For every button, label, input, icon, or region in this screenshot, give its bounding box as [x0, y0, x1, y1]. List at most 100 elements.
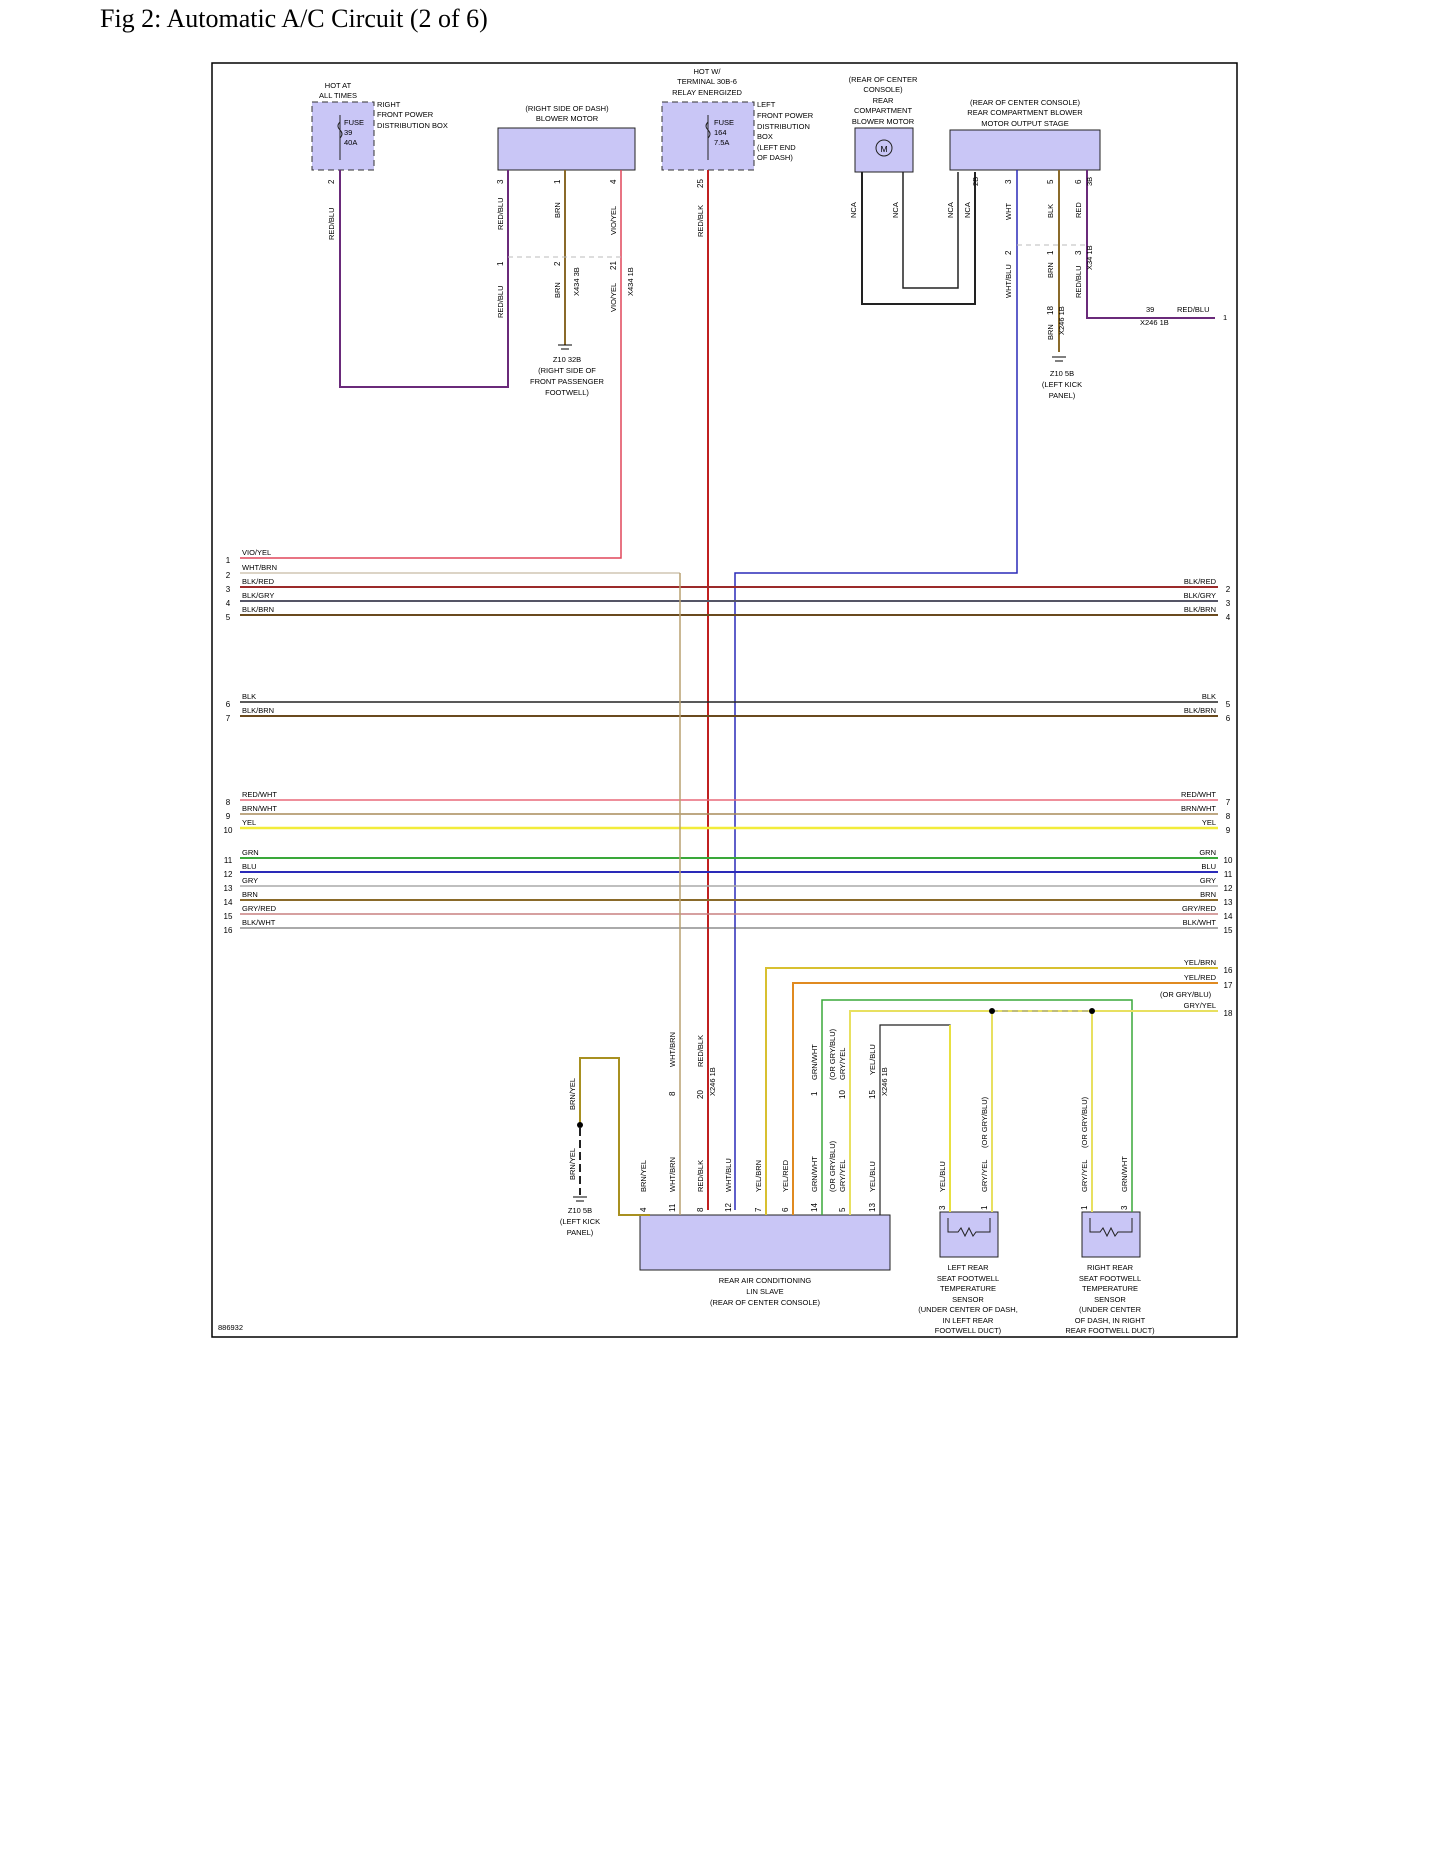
blower-motor: (RIGHT SIDE OF DASH) BLOWER MOTOR — [497, 104, 636, 171]
svg-text:DISTRIBUTION BOX: DISTRIBUTION BOX — [377, 121, 448, 130]
svg-text:BLOWER MOTOR: BLOWER MOTOR — [536, 114, 599, 123]
svg-text:11: 11 — [668, 1203, 677, 1212]
svg-text:(UNDER CENTER OF DASH,: (UNDER CENTER OF DASH, — [918, 1305, 1018, 1314]
svg-text:BRN: BRN — [1046, 324, 1055, 340]
svg-text:2: 2 — [1004, 250, 1013, 255]
svg-text:SENSOR: SENSOR — [1094, 1295, 1126, 1304]
bus-left-label: GRY/RED — [242, 904, 277, 913]
rear-blower-output-stage: (REAR OF CENTER CONSOLE) REAR COMPARTMEN… — [949, 98, 1101, 171]
svg-text:RED/BLK: RED/BLK — [696, 205, 705, 237]
bus-right-pin: 14 — [1224, 912, 1233, 921]
svg-text:RED: RED — [1074, 202, 1083, 218]
bus-left-label: BLK/GRY — [242, 591, 274, 600]
svg-text:BRN: BRN — [553, 202, 562, 218]
bus-left-pin: 8 — [226, 798, 231, 807]
svg-text:LEFT REAR: LEFT REAR — [947, 1263, 989, 1272]
bus-right-pin: 7 — [1226, 798, 1231, 807]
svg-text:(LEFT KICK: (LEFT KICK — [1042, 380, 1082, 389]
top-wire-labels: RED/BLU RED/BLU BRN VIO/YEL RED/BLK RED/… — [327, 197, 1227, 340]
wire-grn-wht — [821, 999, 1133, 1215]
bus-left-label: GRY — [242, 876, 258, 885]
bus-left-pin: 5 — [226, 613, 231, 622]
bus-right-label: BRN — [1200, 890, 1216, 899]
svg-text:RED/BLK: RED/BLK — [696, 1160, 705, 1192]
bus-right-pin: 16 — [1224, 966, 1233, 975]
svg-text:WHT: WHT — [1004, 203, 1013, 220]
svg-text:WHT/BLU: WHT/BLU — [724, 1158, 733, 1192]
bus-left-pin: 3 — [226, 585, 231, 594]
svg-text:20: 20 — [696, 1090, 705, 1099]
svg-text:NCA: NCA — [963, 202, 972, 218]
svg-text:2: 2 — [327, 179, 336, 184]
svg-text:4: 4 — [639, 1207, 648, 1212]
svg-text:GRY/YEL: GRY/YEL — [1080, 1160, 1089, 1192]
fuse-164-block: HOT W/ TERMINAL 30B-6 RELAY ENERGIZED FU… — [661, 67, 814, 171]
bus-left-label: BLK/WHT — [242, 918, 276, 927]
svg-text:X246 1B: X246 1B — [708, 1067, 717, 1096]
svg-text:1: 1 — [1046, 250, 1055, 255]
svg-text:(LEFT END: (LEFT END — [757, 143, 796, 152]
fuse-39-block: HOT AT ALL TIMES FUSE 39 40A RIGHT FRONT… — [311, 81, 448, 171]
svg-text:RED/BLU: RED/BLU — [1074, 265, 1083, 298]
svg-text:13: 13 — [868, 1203, 877, 1212]
svg-text:REAR FOOTWELL DUCT): REAR FOOTWELL DUCT) — [1065, 1326, 1155, 1335]
svg-text:HOT AT: HOT AT — [325, 81, 352, 90]
svg-text:3: 3 — [1004, 179, 1013, 184]
bus-left-label: GRN — [242, 848, 259, 857]
svg-text:YEL/RED: YEL/RED — [781, 1159, 790, 1192]
ground-z10-5b-bottom: Z10 5B (LEFT KICK PANEL) — [560, 1196, 600, 1237]
svg-text:40A: 40A — [344, 138, 357, 147]
bus-right-label: BLU — [1201, 862, 1216, 871]
svg-text:RIGHT: RIGHT — [377, 100, 401, 109]
svg-text:REAR: REAR — [873, 96, 894, 105]
page-title: Fig 2: Automatic A/C Circuit (2 of 6) — [100, 4, 488, 33]
bus-right-pin: 13 — [1224, 898, 1233, 907]
svg-text:RED/BLU: RED/BLU — [1177, 305, 1210, 314]
svg-text:BRN: BRN — [553, 282, 562, 298]
bus-right-label: BLK/BRN — [1184, 605, 1216, 614]
svg-text:GRY/YEL: GRY/YEL — [838, 1160, 847, 1192]
svg-text:FRONT PASSENGER: FRONT PASSENGER — [530, 377, 604, 386]
svg-text:BLOWER MOTOR: BLOWER MOTOR — [852, 117, 915, 126]
svg-text:OF DASH, IN RIGHT: OF DASH, IN RIGHT — [1075, 1316, 1146, 1325]
svg-text:IN LEFT REAR: IN LEFT REAR — [943, 1316, 994, 1325]
bus-left-pin: 6 — [226, 700, 231, 709]
bus-right-label: BLK/BRN — [1184, 706, 1216, 715]
svg-text:1: 1 — [1223, 313, 1227, 322]
svg-text:7.5A: 7.5A — [714, 138, 729, 147]
svg-text:GRN/WHT: GRN/WHT — [1120, 1156, 1129, 1192]
svg-text:WHT/BRN: WHT/BRN — [668, 1032, 677, 1067]
bus-right-pin: 2 — [1226, 585, 1231, 594]
bus-left-label: BLU — [242, 862, 257, 871]
bus-wires: 1VIO/YEL2WHT/BRN3BLK/RED4BLK/GRY5BLK/BRN… — [224, 548, 1233, 1018]
svg-text:LIN SLAVE: LIN SLAVE — [746, 1287, 783, 1296]
svg-text:BRN: BRN — [1046, 262, 1055, 278]
svg-text:RED/BLU: RED/BLU — [327, 207, 336, 240]
svg-text:14: 14 — [810, 1203, 819, 1212]
svg-text:(REAR OF CENTER: (REAR OF CENTER — [849, 75, 918, 84]
svg-text:FUSE: FUSE — [714, 118, 734, 127]
svg-text:BRN/YEL: BRN/YEL — [639, 1160, 648, 1192]
bus-right-label: BLK — [1202, 692, 1216, 701]
bus-right-pin: 11 — [1224, 870, 1233, 879]
svg-text:(RIGHT SIDE OF: (RIGHT SIDE OF — [538, 366, 596, 375]
wire-brn-yel-loop — [579, 1057, 650, 1216]
bus-right-pin: 9 — [1226, 826, 1231, 835]
svg-text:RED/BLK: RED/BLK — [696, 1035, 705, 1067]
wire-vio-yel — [240, 170, 622, 559]
svg-text:YEL/BLU: YEL/BLU — [938, 1161, 947, 1192]
svg-text:(OR GRY/BLU): (OR GRY/BLU) — [980, 1096, 989, 1148]
diagram-border — [211, 62, 1238, 1338]
svg-text:RED/BLU: RED/BLU — [496, 285, 505, 318]
svg-text:Z10 5B: Z10 5B — [568, 1206, 592, 1215]
svg-text:4: 4 — [609, 179, 618, 184]
svg-text:X34 1B: X34 1B — [1085, 245, 1094, 270]
svg-text:NCA: NCA — [849, 202, 858, 218]
svg-text:1: 1 — [1080, 1205, 1089, 1210]
bus-right-label: GRY — [1200, 876, 1216, 885]
motor-symbol: M — [880, 144, 887, 154]
ground-z10-32b: Z10 32B (RIGHT SIDE OF FRONT PASSENGER F… — [530, 344, 605, 397]
svg-text:CONSOLE): CONSOLE) — [863, 85, 903, 94]
bus-left-label: VIO/YEL — [242, 548, 271, 557]
wire-yel-red — [792, 982, 1218, 1215]
